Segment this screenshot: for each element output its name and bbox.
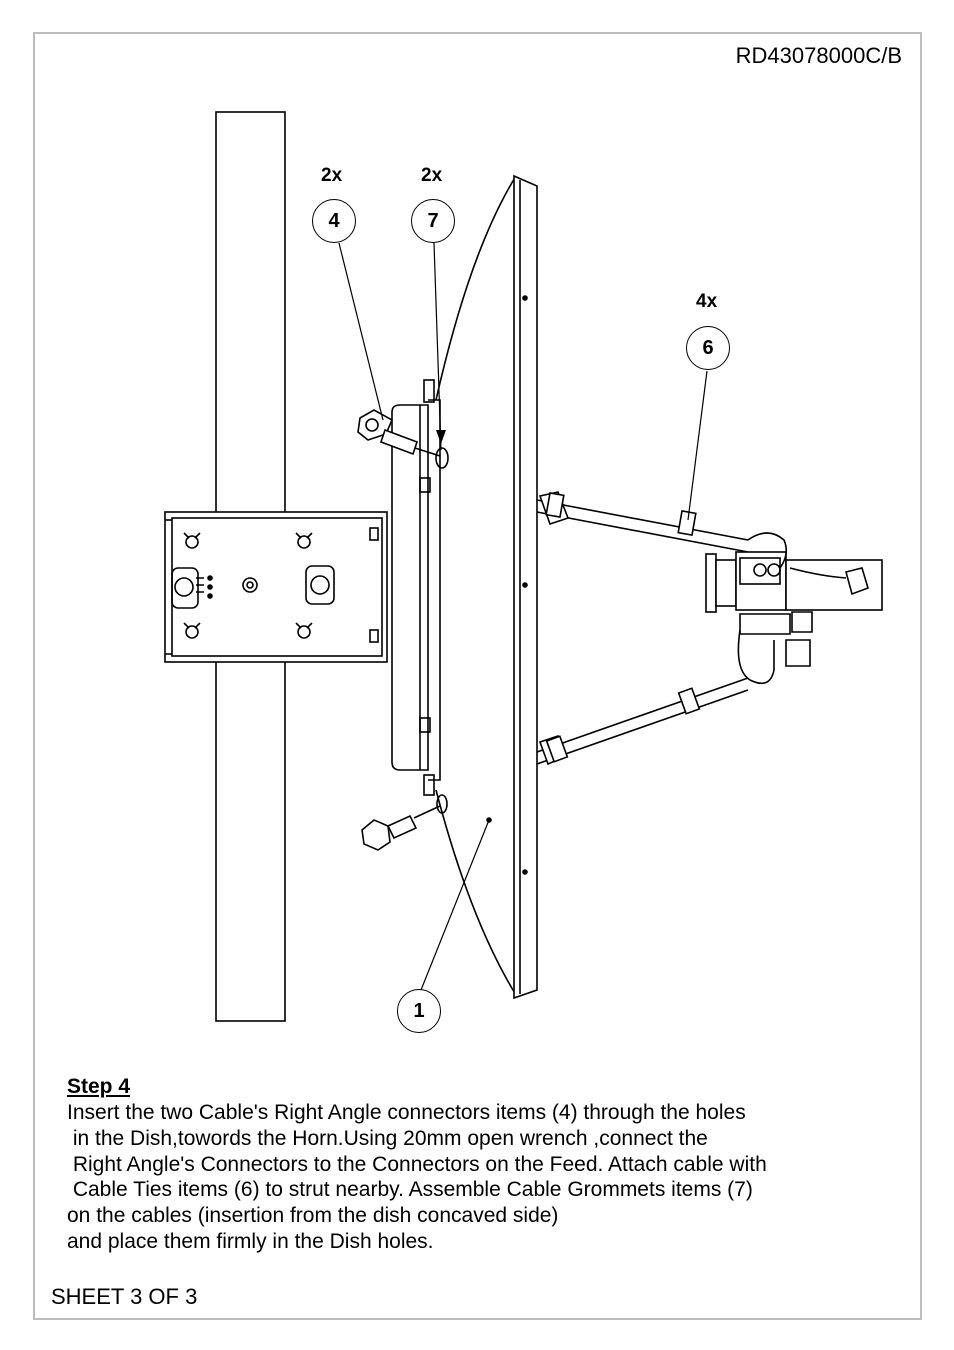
feed-strut	[536, 491, 749, 766]
step-line: Right Angle's Connectors to the Connecto…	[67, 1152, 767, 1176]
assembly-drawing	[164, 111, 883, 1022]
right-angle-connector	[357, 409, 449, 469]
callout-qty-4: 2x	[321, 165, 343, 186]
cable-tie	[545, 492, 701, 763]
feed-horn	[705, 532, 883, 685]
document-number: RD43078000C/B	[735, 43, 902, 68]
right-angle-connector	[361, 794, 448, 851]
sheet-number: SHEET 3 OF 3	[51, 1284, 198, 1309]
step-line: and place them firmly in the Dish holes.	[67, 1229, 434, 1253]
step-line: in the Dish,towords the Horn.Using 20mm …	[67, 1126, 708, 1150]
step-line: on the cables (insertion from the dish c…	[67, 1204, 559, 1228]
callout-item-6: 6	[686, 326, 730, 370]
wing-nut	[183, 532, 313, 639]
callout-item-4: 4	[312, 199, 356, 243]
callout-qty-7: 2x	[421, 165, 443, 186]
callout-item-7: 7	[411, 199, 455, 243]
leader-line	[338, 242, 708, 991]
arrow-icon	[436, 430, 446, 444]
dish-back-plate	[391, 379, 441, 796]
mount-bracket	[164, 511, 388, 663]
callout-qty-6: 4x	[696, 291, 718, 312]
step-instructions: Step 4 Insert the two Cable's Right Angl…	[67, 1074, 937, 1255]
step-line: Insert the two Cable's Right Angle conne…	[67, 1101, 746, 1124]
drawing-sheet-border	[33, 32, 922, 1320]
step-line: Cable Ties items (6) to strut nearby. As…	[67, 1178, 753, 1202]
step-title: Step 4	[67, 1075, 131, 1098]
dish-reflector	[435, 174, 538, 1000]
callout-item-1: 1	[397, 989, 441, 1033]
